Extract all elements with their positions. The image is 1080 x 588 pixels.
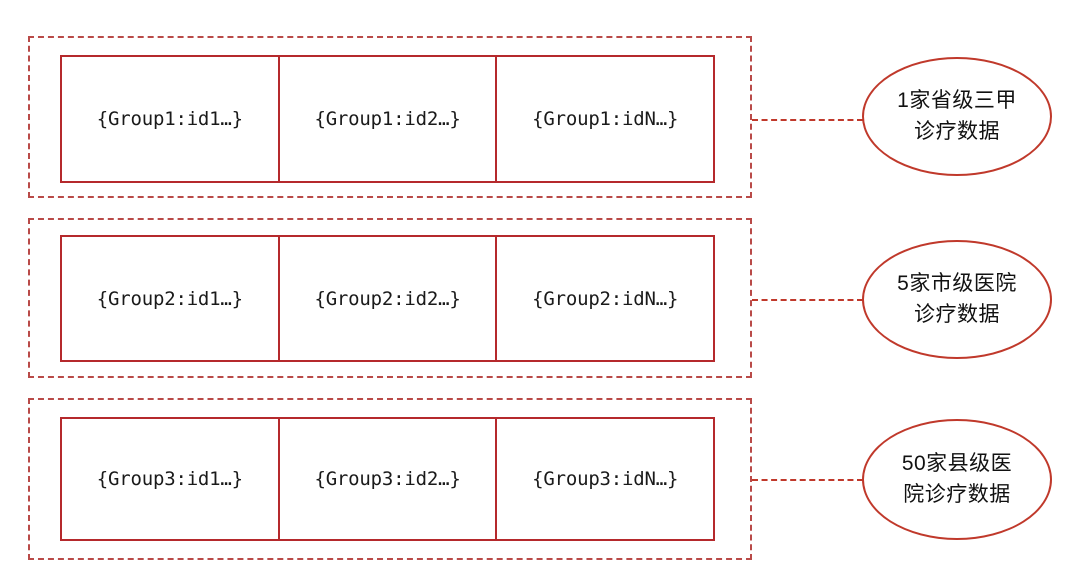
- connector-line-1: [752, 119, 863, 121]
- annotation-label-3: 50家县级医 院诊疗数据: [901, 452, 1013, 506]
- connector-line-2: [752, 299, 863, 301]
- group-cell: {Group3:idN…}: [532, 468, 679, 490]
- annotation-ellipse-1: 1家省级三甲 诊疗数据: [862, 57, 1052, 176]
- group-cell: {Group2:idN…}: [532, 287, 679, 310]
- group-cell: {Group2:id2…}: [280, 237, 498, 360]
- group-table-2: {Group2:id1…} {Group2:id2…} {Group2:idN……: [60, 235, 715, 362]
- annotation-label-1: 1家省级三甲 诊疗数据: [897, 89, 1017, 143]
- group-cell: {Group3:id2…}: [280, 419, 498, 539]
- group-cell: {Group2:id1…}: [62, 237, 280, 360]
- group-cell: {Group1:id2…}: [280, 57, 498, 181]
- group-container-2: [28, 218, 752, 378]
- group-cell: {Group1:id1…}: [62, 57, 280, 181]
- group-cell: {Group1:idN…}: [532, 108, 679, 130]
- annotation-label-2: 5家市级医院 诊疗数据: [897, 272, 1017, 326]
- annotation-ellipse-3: 50家县级医 院诊疗数据: [862, 419, 1052, 540]
- group-table-1: {Group1:id1…} {Group1:id2…} {Group1:idN……: [60, 55, 715, 183]
- annotation-ellipse-2: 5家市级医院 诊疗数据: [862, 240, 1052, 359]
- group-table-3: {Group3:id1…} {Group3:id2…} {Group3:idN……: [60, 417, 715, 541]
- group-container-1: [28, 36, 752, 198]
- group-container-3: [28, 398, 752, 560]
- connector-line-3: [752, 479, 863, 481]
- group-cell: {Group3:id1…}: [62, 419, 280, 539]
